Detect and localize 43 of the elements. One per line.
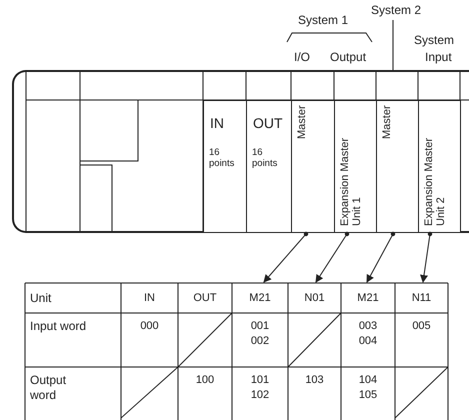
output-module <box>246 100 292 233</box>
slot-label: I/O <box>294 51 310 63</box>
slot-label: Output <box>330 51 366 63</box>
word-number: 000 <box>140 319 159 334</box>
column-header: OUT <box>193 290 217 306</box>
module-label: Master <box>381 105 393 139</box>
word-number: 104 105 <box>358 373 378 403</box>
word-number: 100 <box>196 373 214 388</box>
module-label: Expansion Master Unit 2 <box>423 136 447 226</box>
column-header: M21 <box>232 283 288 313</box>
word-number: 005 <box>412 319 431 334</box>
column-header: Unit <box>30 290 52 306</box>
row-header: Input word <box>30 319 86 334</box>
module-label: Master <box>296 105 308 139</box>
group-label: System 2 <box>371 4 422 16</box>
module-label: IN <box>210 115 224 131</box>
point-count: 16 points <box>252 147 278 169</box>
group-label: System <box>414 34 454 46</box>
module-label: Expansion Master Unit 1 <box>339 136 363 226</box>
plc-rack-drawing <box>12 70 469 233</box>
input-module <box>203 100 247 233</box>
master-unit <box>291 100 335 233</box>
expansion-master-unit <box>334 100 377 233</box>
column-header: N11 <box>395 283 448 313</box>
slot-label: Input <box>425 51 452 63</box>
master-unit <box>376 100 419 233</box>
column-header: N01 <box>288 283 341 313</box>
arrow <box>263 232 308 283</box>
word-number: 003 004 <box>358 319 378 349</box>
arrow <box>315 232 350 283</box>
word-number: 103 <box>305 373 324 388</box>
word-number: 001 002 <box>250 319 270 349</box>
module-label: OUT <box>253 115 283 131</box>
column-header: M21 <box>341 283 395 313</box>
arrow <box>420 232 432 283</box>
group-label: System 1 <box>298 14 348 26</box>
arrow <box>366 232 396 283</box>
row-header: Output word <box>30 373 68 403</box>
point-count: 16 points <box>209 147 236 169</box>
column-header: IN <box>144 290 155 306</box>
word-number: 101 102 <box>250 373 270 403</box>
leader-line <box>392 20 394 70</box>
expansion-master-unit <box>418 100 461 233</box>
